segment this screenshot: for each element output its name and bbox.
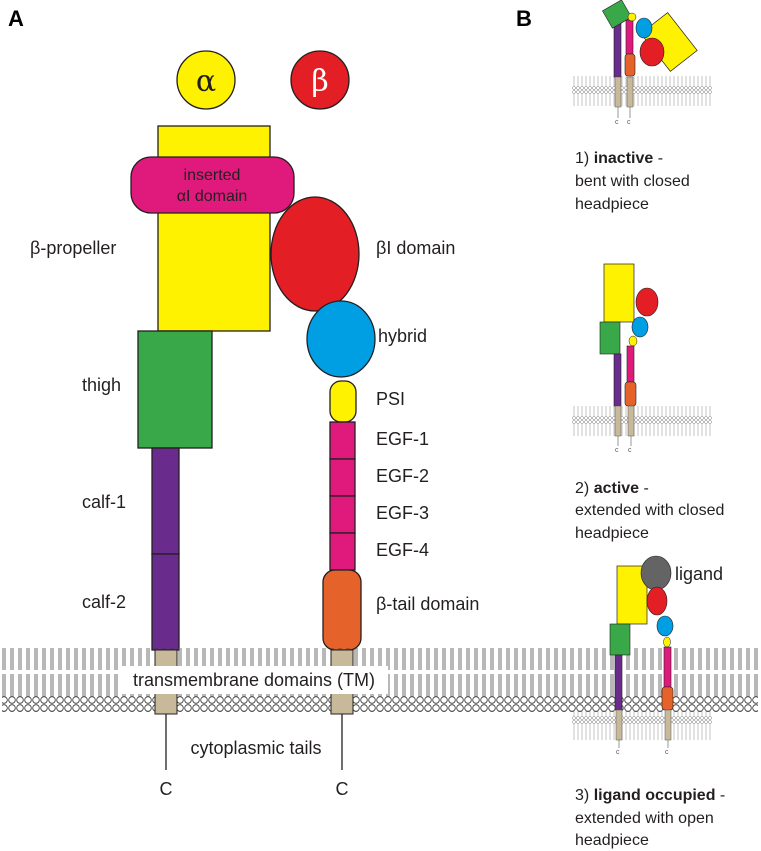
state-2-caption-line2: extended with closed bbox=[575, 502, 724, 519]
egf-3-domain bbox=[329, 495, 356, 534]
state-3-caption-line3: headpiece bbox=[575, 832, 649, 849]
panel-b-label: B bbox=[516, 6, 532, 31]
beta-symbol: β bbox=[311, 64, 328, 99]
state-2-active-diagram: c c bbox=[572, 263, 712, 454]
ligand-label: ligand bbox=[675, 564, 723, 584]
svg-text:c: c bbox=[665, 749, 669, 756]
svg-text:c: c bbox=[615, 119, 619, 126]
svg-text:c: c bbox=[616, 749, 620, 756]
hybrid-label: hybrid bbox=[378, 326, 427, 346]
state-2-dash: - bbox=[639, 480, 649, 497]
thigh-label: thigh bbox=[82, 375, 121, 395]
tm-label: transmembrane domains (TM) bbox=[133, 670, 375, 690]
state-2-name: active bbox=[594, 480, 639, 497]
calf-1-domain bbox=[151, 447, 180, 555]
beta-tail-label: β-tail domain bbox=[376, 594, 479, 614]
state-1-caption-line2: bent with closed bbox=[575, 173, 690, 190]
inserted-label-line2: αI domain bbox=[177, 188, 248, 205]
beta-c-terminus: C bbox=[336, 779, 349, 799]
state-2-caption-line1: 2) active - bbox=[575, 480, 649, 497]
ligand-shape bbox=[640, 555, 672, 591]
beta-i-label: βI domain bbox=[376, 238, 455, 258]
egf-2-domain bbox=[329, 458, 356, 497]
beta-propeller-label: β-propeller bbox=[30, 238, 116, 258]
state-1-number: 1) bbox=[575, 150, 589, 167]
state-1-name: inactive bbox=[594, 150, 654, 167]
state-1-caption-line3: headpiece bbox=[575, 196, 649, 213]
psi-label: PSI bbox=[376, 389, 405, 409]
egf-2-label: EGF-2 bbox=[376, 466, 429, 486]
svg-text:c: c bbox=[628, 447, 632, 454]
psi-domain bbox=[329, 380, 357, 423]
state-3-caption-line1: 3) ligand occupied - bbox=[575, 787, 725, 804]
state-2-number: 2) bbox=[575, 480, 589, 497]
egf-1-domain bbox=[329, 421, 356, 460]
beta-subunit-badge: β bbox=[290, 50, 350, 110]
panel-a-label: A bbox=[8, 6, 24, 31]
hybrid-domain bbox=[306, 300, 376, 378]
calf-2-label: calf-2 bbox=[82, 592, 126, 612]
state-1-inactive-diagram: c c bbox=[572, 0, 712, 126]
svg-text:c: c bbox=[615, 447, 619, 454]
state-1-dash: - bbox=[653, 150, 663, 167]
calf-1-label: calf-1 bbox=[82, 492, 126, 512]
egf-1-label: EGF-1 bbox=[376, 429, 429, 449]
egf-4-domain bbox=[329, 532, 356, 571]
state-2-caption-line3: headpiece bbox=[575, 525, 649, 542]
thigh-domain bbox=[137, 330, 213, 449]
state-1-caption-line1: 1) inactive - bbox=[575, 150, 663, 167]
tm-label-background bbox=[120, 666, 388, 694]
egf-3-label: EGF-3 bbox=[376, 503, 429, 523]
alpha-c-terminus: C bbox=[160, 779, 173, 799]
beta-i-domain bbox=[270, 196, 360, 312]
state-3-number: 3) bbox=[575, 787, 589, 804]
state-3-dash: - bbox=[715, 787, 725, 804]
alpha-symbol: α bbox=[196, 64, 216, 99]
alpha-subunit-badge: α bbox=[176, 50, 236, 110]
state-3-name: ligand occupied bbox=[594, 787, 716, 804]
beta-tail-domain bbox=[322, 569, 362, 651]
state-3-ligand-occupied-diagram: c c bbox=[572, 555, 712, 756]
calf-2-domain bbox=[151, 553, 180, 651]
inserted-label-line1: inserted bbox=[184, 167, 241, 184]
cytoplasmic-tails-label: cytoplasmic tails bbox=[190, 738, 321, 758]
state-3-caption-line2: extended with open bbox=[575, 810, 714, 827]
svg-text:c: c bbox=[627, 119, 631, 126]
egf-4-label: EGF-4 bbox=[376, 540, 429, 560]
inserted-alpha-i-domain bbox=[130, 156, 295, 214]
